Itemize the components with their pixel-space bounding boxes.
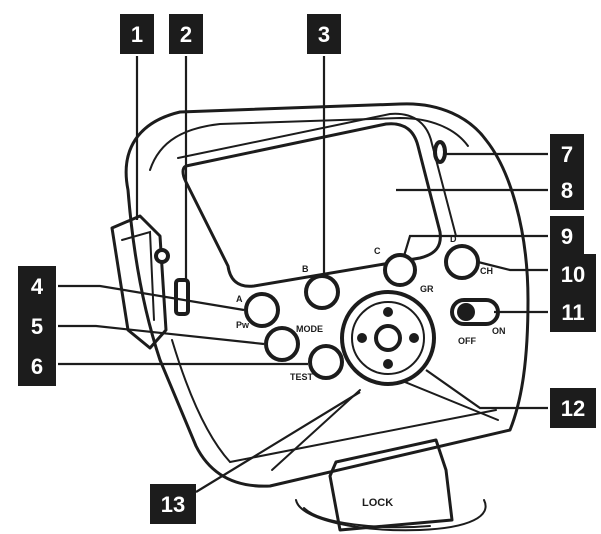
dial-dot-right [409,333,419,343]
leader-4 [58,286,244,310]
power-switch-knob [457,303,475,321]
callout-1: 1 [120,14,154,54]
callout-4: 4 [18,266,56,306]
side-port [176,280,188,314]
button-mode[interactable] [266,328,298,360]
hotshoe-foot [330,440,452,530]
callout-4-number: 4 [31,274,44,299]
button-c-gr[interactable] [385,255,415,285]
callout-2-number: 2 [180,22,192,47]
dial-dot-up [383,307,393,317]
callout-7-number: 7 [561,142,573,167]
button-pw-label: Pw [236,320,250,330]
switch-off-label: OFF [458,336,476,346]
button-d-ch[interactable] [446,246,478,278]
callout-13: 13 [150,484,196,524]
lock-label: LOCK [362,497,393,509]
dial-dot-left [357,333,367,343]
callout-7: 7 [550,134,584,174]
switch-on-label: ON [492,326,506,336]
callout-1-number: 1 [131,22,143,47]
dial-dot-down [383,359,393,369]
callout-2: 2 [169,14,203,54]
callout-10: 10 [550,254,596,294]
callout-9: 9 [550,216,584,256]
button-mode-label: MODE [296,324,323,334]
callout-5: 5 [18,306,56,346]
callout-11: 11 [550,292,596,332]
status-led [435,142,445,162]
callout-10-number: 10 [561,262,585,287]
leader-12 [426,370,548,408]
callout-5-number: 5 [31,314,43,339]
callout-12: 12 [550,388,596,428]
select-dial-center[interactable] [376,326,400,350]
button-a-pw[interactable] [246,294,278,326]
body-bottom-line-1 [272,390,360,470]
buttons: A Pw B C GR D CH MODE TEST OFF ON [236,234,506,384]
callout-9-number: 9 [561,224,573,249]
button-test-label: TEST [290,372,314,382]
button-a-label: A [236,294,243,304]
button-b[interactable] [306,276,338,308]
callout-12-number: 12 [561,396,585,421]
button-test[interactable] [310,346,342,378]
button-b-label: B [302,264,309,274]
callout-6-number: 6 [31,354,43,379]
callout-8: 8 [550,170,584,210]
callout-3-number: 3 [318,22,330,47]
callout-3: 3 [307,14,341,54]
button-ch-label: CH [480,266,493,276]
callout-8-number: 8 [561,178,573,203]
button-gr-label: GR [420,284,434,294]
callout-11-number: 11 [561,300,584,325]
side-button [156,250,168,262]
callout-13-number: 13 [161,492,185,517]
callout-6: 6 [18,346,56,386]
button-c-label: C [374,246,381,256]
lcd-screen-bezel [178,114,456,236]
